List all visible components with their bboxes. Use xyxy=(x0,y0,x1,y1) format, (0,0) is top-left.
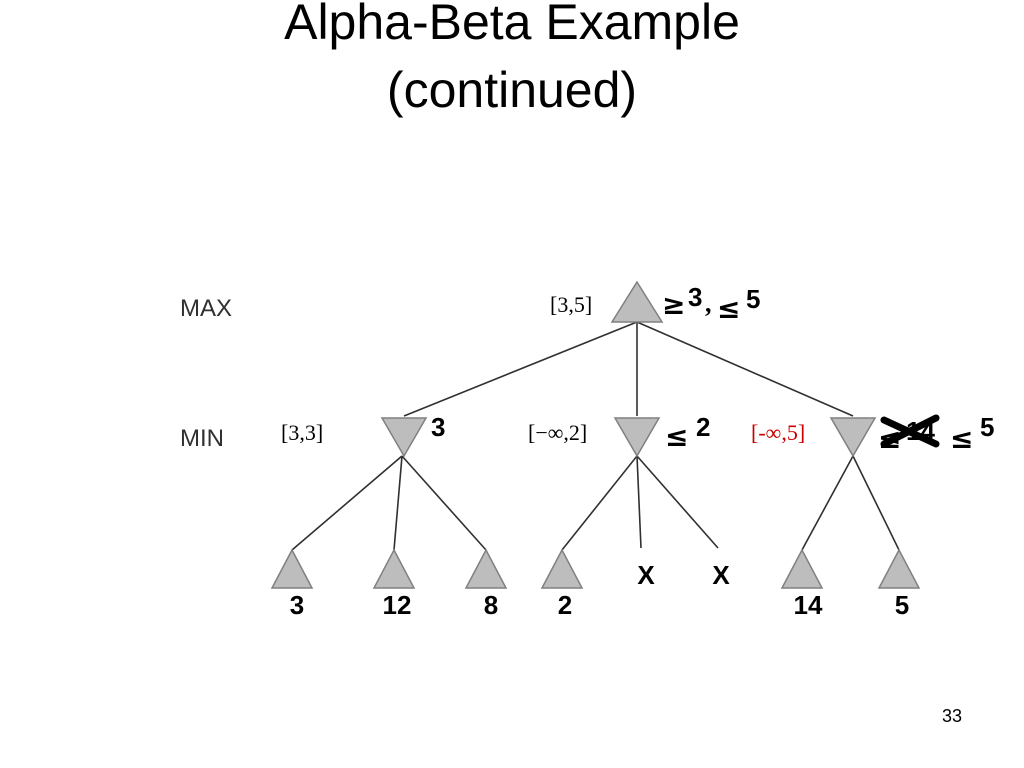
min-node-2-bound-le: ≤ xyxy=(665,420,688,453)
min-node-2 xyxy=(613,417,661,458)
leaf-node-8 xyxy=(877,548,921,589)
min-node-2-interval: [−∞,2] xyxy=(528,420,587,445)
title-line-1: Alpha-Beta Example xyxy=(284,0,740,50)
root-comma: , xyxy=(705,289,712,318)
title-line-2: (continued) xyxy=(386,62,638,118)
leaf-node-3 xyxy=(464,548,508,589)
leaf-node-4 xyxy=(540,548,584,589)
leaf-value-4: 2 xyxy=(558,590,572,620)
min-node-3-value: 5 xyxy=(980,412,994,442)
leaf-node-2 xyxy=(372,548,416,589)
min-node-3-bound-le: ≤ xyxy=(950,422,973,455)
root-value-a: 3 xyxy=(688,282,702,312)
root-interval: [3,5] xyxy=(550,292,592,317)
edge-min3-leaf8 xyxy=(852,455,900,551)
root-value-b: 5 xyxy=(746,284,760,314)
edge-min2-leaf4 xyxy=(561,455,638,551)
max-node xyxy=(610,280,664,323)
edge-min1-leaf3 xyxy=(401,455,487,551)
min-level-label: MIN xyxy=(180,425,224,452)
leaf-node-7 xyxy=(780,548,824,589)
min-node-2-value: 2 xyxy=(696,412,710,442)
edge-min1-leaf2 xyxy=(393,455,403,551)
strike-x-mark xyxy=(880,414,940,448)
min-node-1-value: 3 xyxy=(431,412,445,442)
min-node-3 xyxy=(829,417,877,458)
max-level-label: MAX xyxy=(180,295,232,322)
root-bound-ge: ≥ xyxy=(662,288,685,321)
root-bound-le: ≤ xyxy=(717,292,740,325)
edge-min2-leaf5 xyxy=(636,455,642,549)
leaf-value-2: 12 xyxy=(383,590,412,620)
slide-title: Alpha-Beta Example (continued) xyxy=(0,0,1024,124)
leaf-value-7: 14 xyxy=(794,590,823,620)
edge-root-min1 xyxy=(403,321,638,417)
leaf-node-1 xyxy=(270,548,314,589)
leaf-pruned-1: X xyxy=(637,560,655,590)
leaf-pruned-2: X xyxy=(712,560,730,590)
min-node-1-interval: [3,3] xyxy=(281,420,323,445)
min-node-1 xyxy=(380,417,428,458)
edge-root-min3 xyxy=(636,321,854,417)
leaf-value-3: 8 xyxy=(484,590,498,620)
edge-min1-leaf1 xyxy=(291,455,403,551)
tree-edges xyxy=(291,321,900,551)
edge-min2-leaf6 xyxy=(636,455,719,549)
page-number: 33 xyxy=(941,706,963,726)
min-node-3-interval: [-∞,5] xyxy=(751,420,805,445)
edge-min3-leaf7 xyxy=(801,455,854,551)
leaf-value-8: 5 xyxy=(895,590,909,620)
leaf-value-1: 3 xyxy=(290,590,304,620)
